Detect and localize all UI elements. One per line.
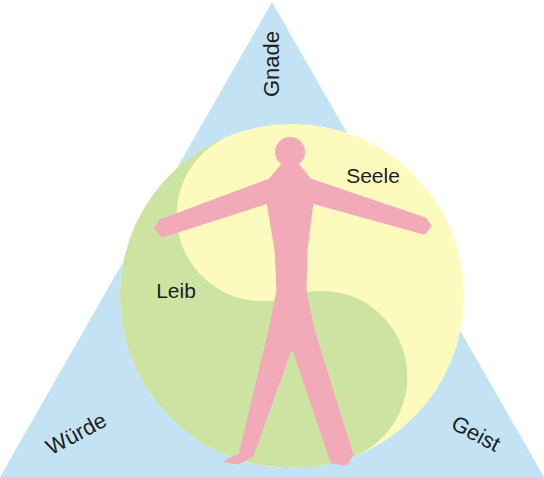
apex-label: Gnade bbox=[261, 31, 283, 97]
green-half bbox=[72, 105, 432, 477]
region-label: Seele bbox=[346, 165, 400, 186]
figure-body bbox=[156, 163, 430, 464]
human-figure bbox=[156, 137, 430, 464]
yin-yang-circle: Leib Seele bbox=[120, 124, 464, 468]
region-label: Leib bbox=[156, 280, 196, 301]
